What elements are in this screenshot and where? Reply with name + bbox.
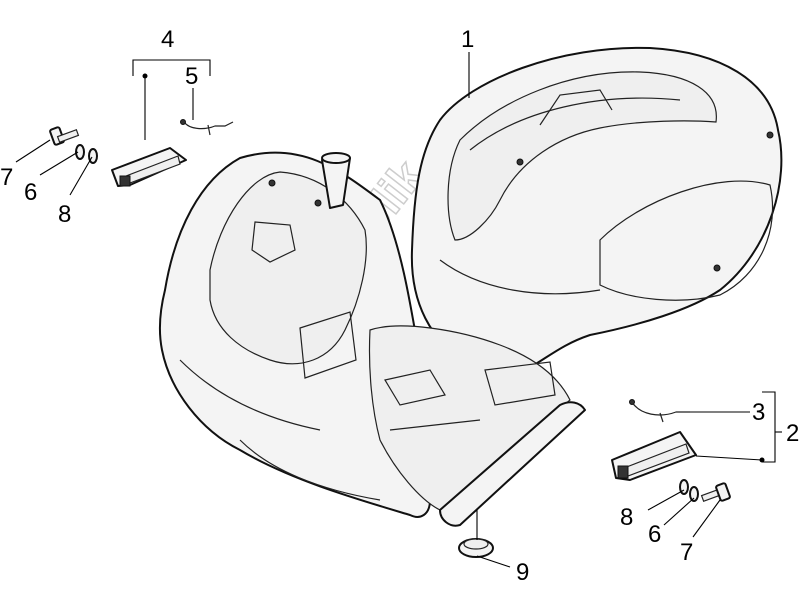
washer-part-6-right [689, 486, 699, 502]
frame-body-part-1 [410, 46, 783, 371]
bolt-part-7-left [49, 126, 80, 146]
callout-2: 2 [786, 420, 799, 447]
clip-part-3 [629, 399, 690, 423]
bracket-part-2 [611, 431, 697, 481]
clip-part-5 [180, 119, 234, 136]
callout-1: 1 [461, 26, 474, 53]
callout-labels: 1 2 3 4 5 6 7 8 6 7 8 9 [0, 26, 799, 586]
callout-8-right: 8 [620, 504, 633, 531]
bolt-part-7-right [700, 482, 731, 503]
floorboard [368, 325, 586, 527]
callout-7-right: 7 [680, 539, 693, 566]
callout-6-right: 6 [648, 521, 661, 548]
washer-part-6-left [75, 144, 85, 160]
callout-3: 3 [752, 399, 765, 426]
callout-7-left: 7 [0, 164, 13, 191]
leader-lines [15, 52, 782, 568]
callout-9: 9 [516, 559, 529, 586]
callout-8-left: 8 [58, 201, 71, 228]
grommet-part-9 [458, 538, 494, 558]
callout-5: 5 [185, 63, 198, 90]
callout-6-left: 6 [24, 179, 37, 206]
front-shield [158, 151, 431, 518]
callout-4: 4 [161, 26, 174, 53]
bracket-part-4 [111, 147, 187, 187]
